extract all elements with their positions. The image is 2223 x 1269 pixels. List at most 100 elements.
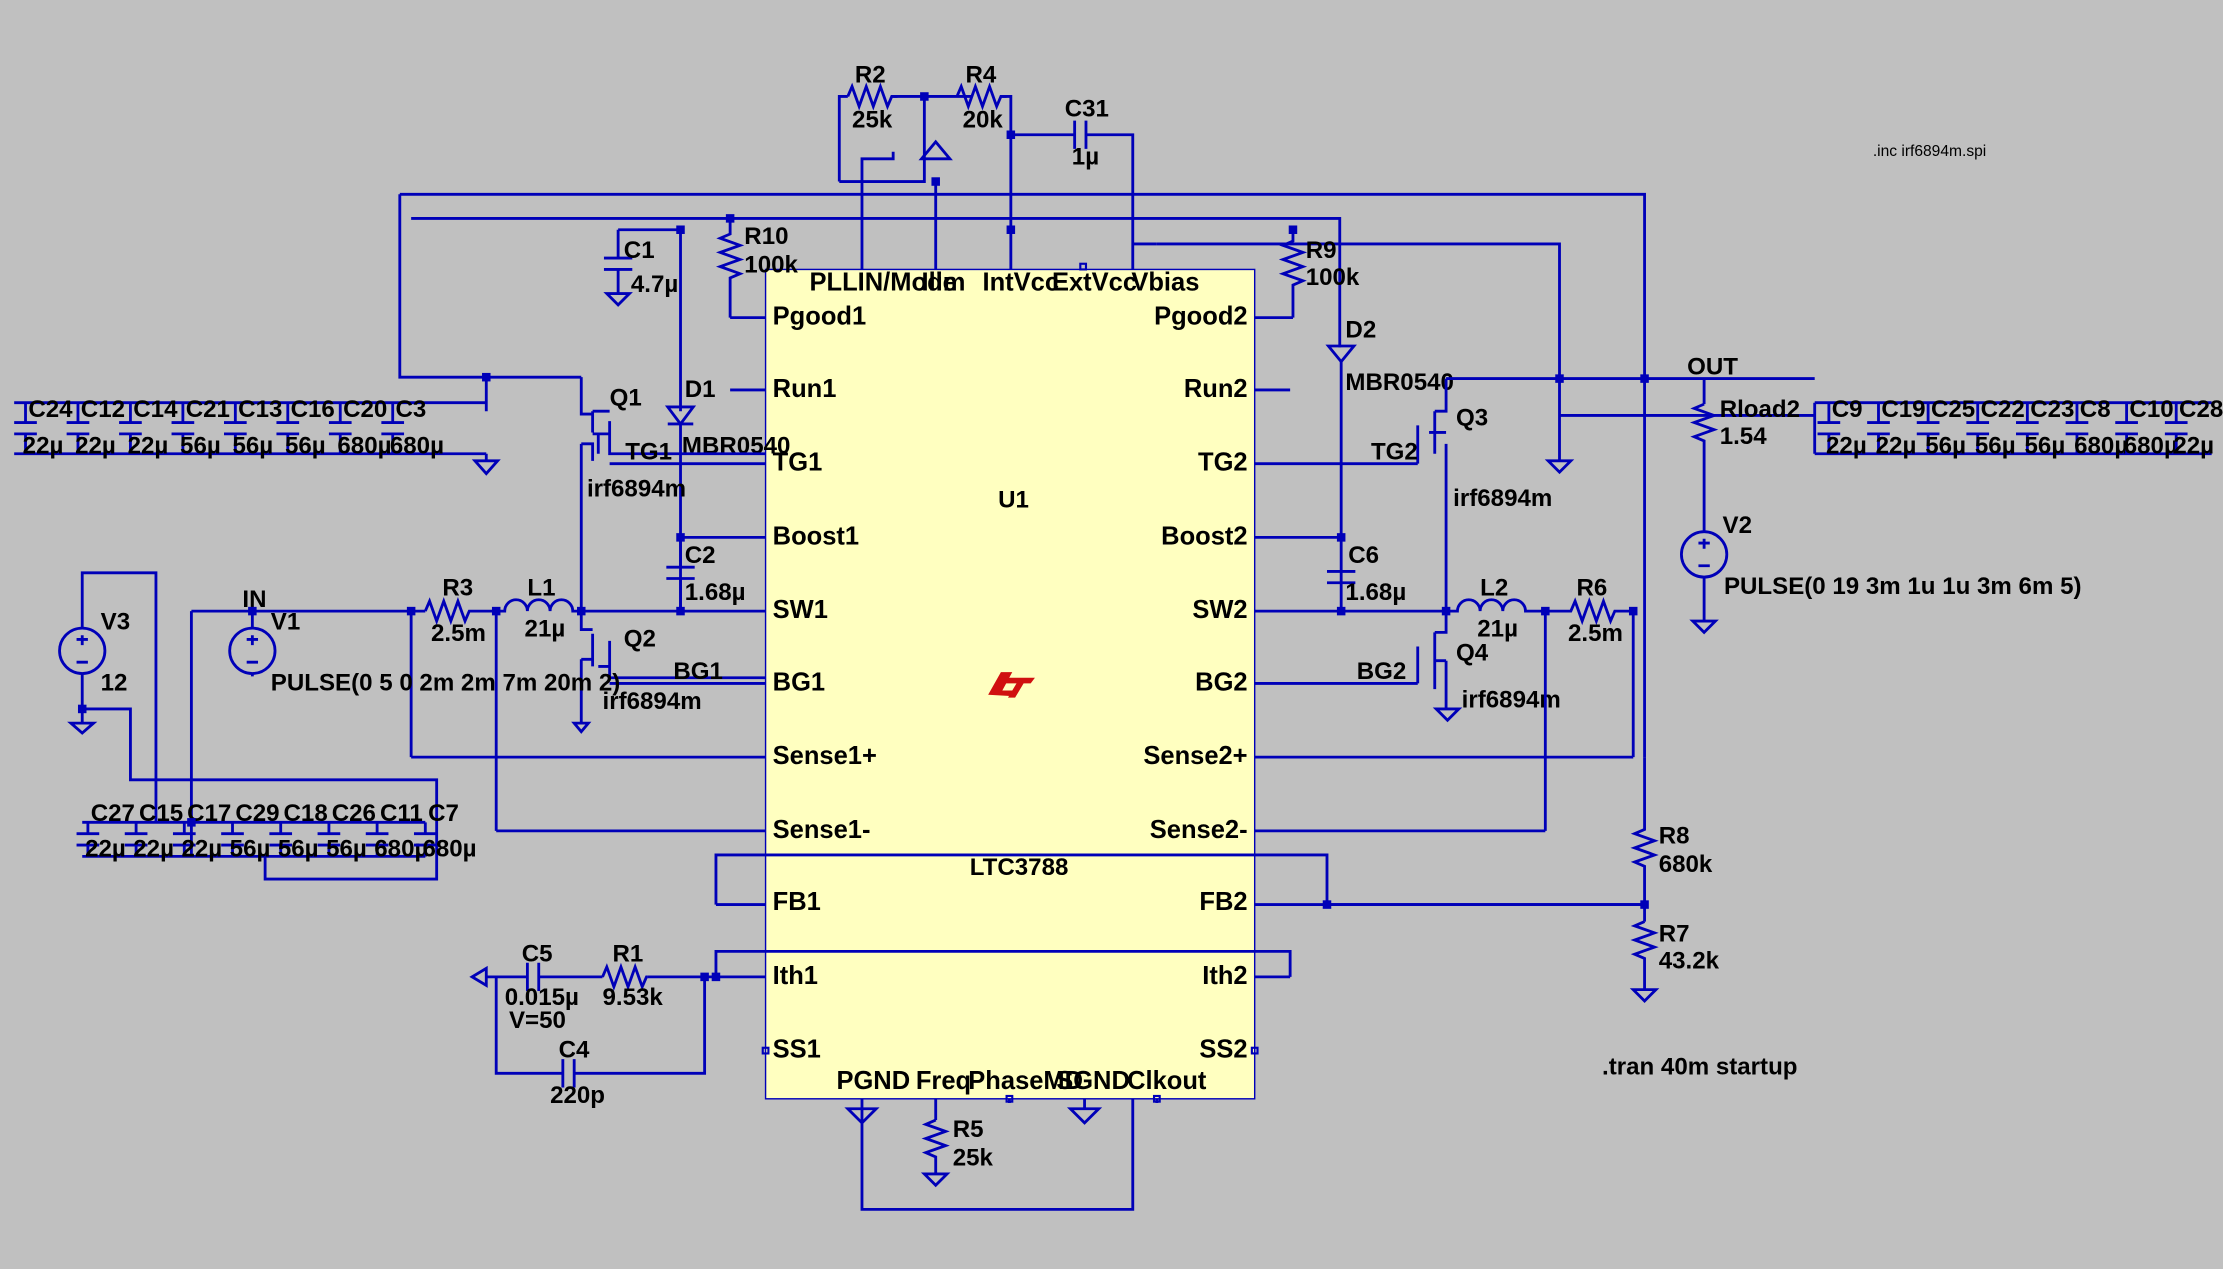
ground-symbol-out bbox=[1544, 459, 1575, 475]
resistor-r1[interactable] bbox=[601, 962, 648, 992]
capacitor-c10[interactable] bbox=[2115, 402, 2138, 454]
diode-d2[interactable] bbox=[1325, 344, 1357, 612]
capacitor-c25[interactable] bbox=[1916, 402, 1940, 454]
pin-ith1: Ith1 bbox=[773, 962, 818, 990]
cap-value-label: 22µ bbox=[75, 433, 116, 460]
ground-symbol-pgnd bbox=[844, 1107, 880, 1125]
capacitor-c24[interactable] bbox=[14, 402, 37, 454]
cap-ref-label: C26 bbox=[332, 800, 376, 827]
cap-value-label: 56µ bbox=[1975, 433, 2016, 460]
v3-ref: V3 bbox=[101, 609, 130, 636]
ith-wire bbox=[714, 949, 1292, 977]
q1-value: irf6894m bbox=[587, 475, 686, 502]
cap-value-label: 680µ bbox=[2074, 433, 2128, 460]
v2-value: PULSE(0 19 3m 1u 1u 3m 6m 5) bbox=[1724, 573, 2082, 600]
pin-ith2: Ith2 bbox=[1202, 962, 1247, 990]
rload2-value: 1.54 bbox=[1720, 423, 1767, 450]
net-label-bg1: BG1 bbox=[673, 658, 723, 685]
capacitor-c28[interactable] bbox=[2164, 402, 2188, 454]
cap-ref-label: C7 bbox=[428, 800, 459, 827]
resistor-r6[interactable] bbox=[1545, 596, 1635, 758]
pin-sense1-minus: Sense1- bbox=[773, 816, 871, 844]
cap-value-label: 56µ bbox=[285, 433, 326, 460]
capacitor-c27[interactable] bbox=[76, 822, 100, 857]
r8-ref: R8 bbox=[1659, 823, 1690, 850]
capacitor-c6[interactable] bbox=[1326, 569, 1356, 585]
capacitor-c8[interactable] bbox=[2065, 402, 2089, 454]
r4-ref: R4 bbox=[965, 61, 996, 88]
resistor-rload2[interactable] bbox=[1689, 402, 1719, 532]
spice-tran-directive[interactable]: .tran 40m startup bbox=[1602, 1054, 1797, 1081]
top-network-wires bbox=[399, 95, 1646, 758]
cap-value-label: 22µ bbox=[1826, 433, 1867, 460]
capacitor-c13[interactable] bbox=[224, 402, 247, 454]
cap-ref-label: C29 bbox=[235, 800, 279, 827]
d1-value: MBR0540 bbox=[682, 433, 790, 460]
r10-value: 100k bbox=[744, 251, 798, 278]
c5-voltage: V=50 bbox=[509, 1007, 566, 1034]
v2-ref: V2 bbox=[1723, 512, 1752, 539]
capacitor-c22[interactable] bbox=[1966, 402, 1990, 454]
c5-ref: C5 bbox=[522, 940, 553, 967]
v3-value: 12 bbox=[101, 670, 128, 697]
capacitor-c26[interactable] bbox=[317, 822, 341, 857]
mosfet-q1[interactable] bbox=[486, 375, 766, 612]
spice-include-directive[interactable]: .inc irf6894m.spi bbox=[1873, 143, 1986, 160]
capacitor-c9[interactable] bbox=[1817, 402, 1841, 454]
d2-value: MBR0540 bbox=[1345, 369, 1453, 396]
capacitor-c18[interactable] bbox=[269, 822, 293, 857]
capacitor-c19[interactable] bbox=[1867, 402, 1890, 454]
c6-ref: C6 bbox=[1348, 542, 1379, 569]
pin-boost1: Boost1 bbox=[773, 522, 859, 550]
capacitor-c23[interactable] bbox=[2016, 402, 2039, 454]
inductor-l1[interactable] bbox=[496, 598, 582, 613]
pin-bg2: BG2 bbox=[1195, 669, 1247, 697]
capacitor-c31[interactable] bbox=[1073, 120, 1088, 149]
cap-ref-label: C28 bbox=[2179, 396, 2223, 423]
v1-ref: V1 bbox=[271, 609, 300, 636]
cap-ref-label: C22 bbox=[1981, 396, 2025, 423]
pin-fb1: FB1 bbox=[773, 888, 821, 916]
capacitor-c2[interactable] bbox=[666, 537, 695, 612]
capacitor-c4[interactable] bbox=[561, 1059, 576, 1088]
mosfet-q3[interactable] bbox=[1416, 377, 1815, 612]
r1-ref: R1 bbox=[612, 940, 643, 967]
capacitor-c21[interactable] bbox=[171, 402, 195, 454]
capacitor-c5[interactable] bbox=[525, 962, 541, 992]
capacitor-c16[interactable] bbox=[276, 402, 300, 454]
r1-value: 9.53k bbox=[603, 984, 664, 1011]
voltage-source-v2[interactable] bbox=[1680, 530, 1729, 635]
pin-ilim: Ilim bbox=[922, 269, 966, 297]
resistor-r9[interactable] bbox=[1278, 229, 1308, 318]
ic-body-u1[interactable] bbox=[764, 268, 1256, 1100]
capacitor-c15[interactable] bbox=[124, 822, 148, 857]
cap-value-label: 56µ bbox=[233, 433, 274, 460]
cap-ref-label: C11 bbox=[380, 800, 423, 827]
capacitor-c20[interactable] bbox=[328, 402, 352, 454]
resistor-r10[interactable] bbox=[715, 218, 745, 318]
capacitor-c14[interactable] bbox=[119, 402, 142, 454]
cap-value-label: 56µ bbox=[1925, 433, 1966, 460]
voltage-source-v1[interactable] bbox=[228, 611, 277, 677]
voltage-source-v3[interactable] bbox=[58, 571, 158, 823]
capacitor-c7[interactable] bbox=[413, 822, 437, 857]
c2-value: 1.68µ bbox=[685, 579, 746, 606]
capacitor-c17[interactable] bbox=[172, 822, 196, 857]
resistor-r7[interactable] bbox=[1630, 920, 1659, 990]
capacitor-c12[interactable] bbox=[66, 402, 90, 454]
cap-value-label: 22µ bbox=[128, 433, 169, 460]
mosfet-q4[interactable] bbox=[1416, 611, 1463, 723]
net-label-bg2: BG2 bbox=[1357, 658, 1407, 685]
capacitor-c11[interactable] bbox=[365, 822, 389, 857]
resistor-r3[interactable] bbox=[424, 596, 497, 626]
c31-value: 1µ bbox=[1072, 144, 1099, 171]
capacitor-c29[interactable] bbox=[221, 822, 244, 857]
resistor-r5[interactable] bbox=[921, 1118, 950, 1174]
capacitor-c3[interactable] bbox=[381, 402, 405, 454]
inductor-l2[interactable] bbox=[1446, 598, 1546, 613]
cap-ref-label: C19 bbox=[1881, 396, 1925, 423]
resistor-r2[interactable] bbox=[846, 82, 898, 111]
resistor-r8[interactable] bbox=[1630, 757, 1659, 922]
resistor-r4[interactable] bbox=[955, 82, 1007, 111]
mosfet-q2[interactable] bbox=[571, 611, 766, 734]
